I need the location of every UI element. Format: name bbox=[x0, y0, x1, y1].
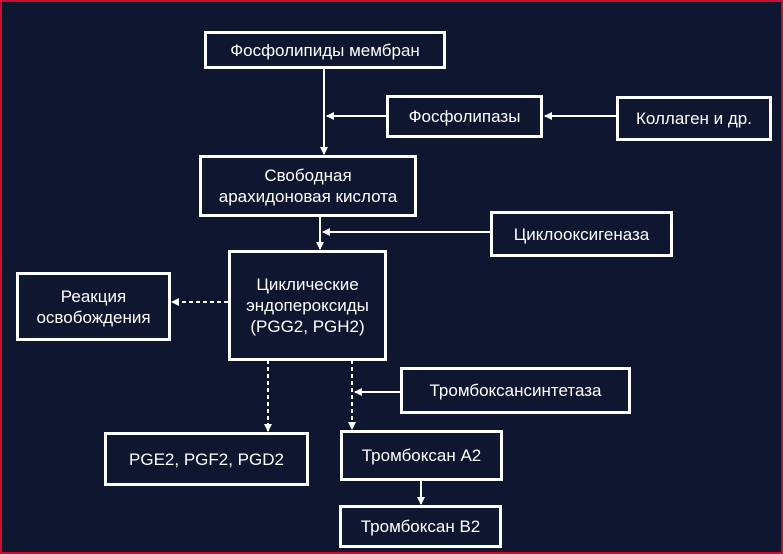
node-membrane-phospholipids: Фосфолипиды мембран bbox=[204, 31, 446, 69]
node-phospholipases: Фосфолипазы bbox=[386, 95, 543, 138]
node-thromboxane-synthetase: Тромбоксансинтетаза bbox=[400, 367, 631, 414]
node-free-arachidonic-acid: Свободная арахидоновая кислота bbox=[199, 155, 417, 217]
node-cyclic-endoperoxides: Циклические эндопероксиды (PGG2, PGH2) bbox=[228, 250, 387, 361]
node-prostaglandins: PGE2, PGF2, PGD2 bbox=[104, 432, 309, 486]
node-collagen: Коллаген и др. bbox=[616, 96, 772, 141]
node-thromboxane-b2: Тромбоксан В2 bbox=[339, 505, 502, 548]
node-release-reaction: Реакция освобождения bbox=[16, 272, 171, 341]
node-thromboxane-a2: Тромбоксан А2 bbox=[340, 430, 503, 481]
node-cyclooxygenase: Циклооксигеназа bbox=[490, 211, 673, 257]
